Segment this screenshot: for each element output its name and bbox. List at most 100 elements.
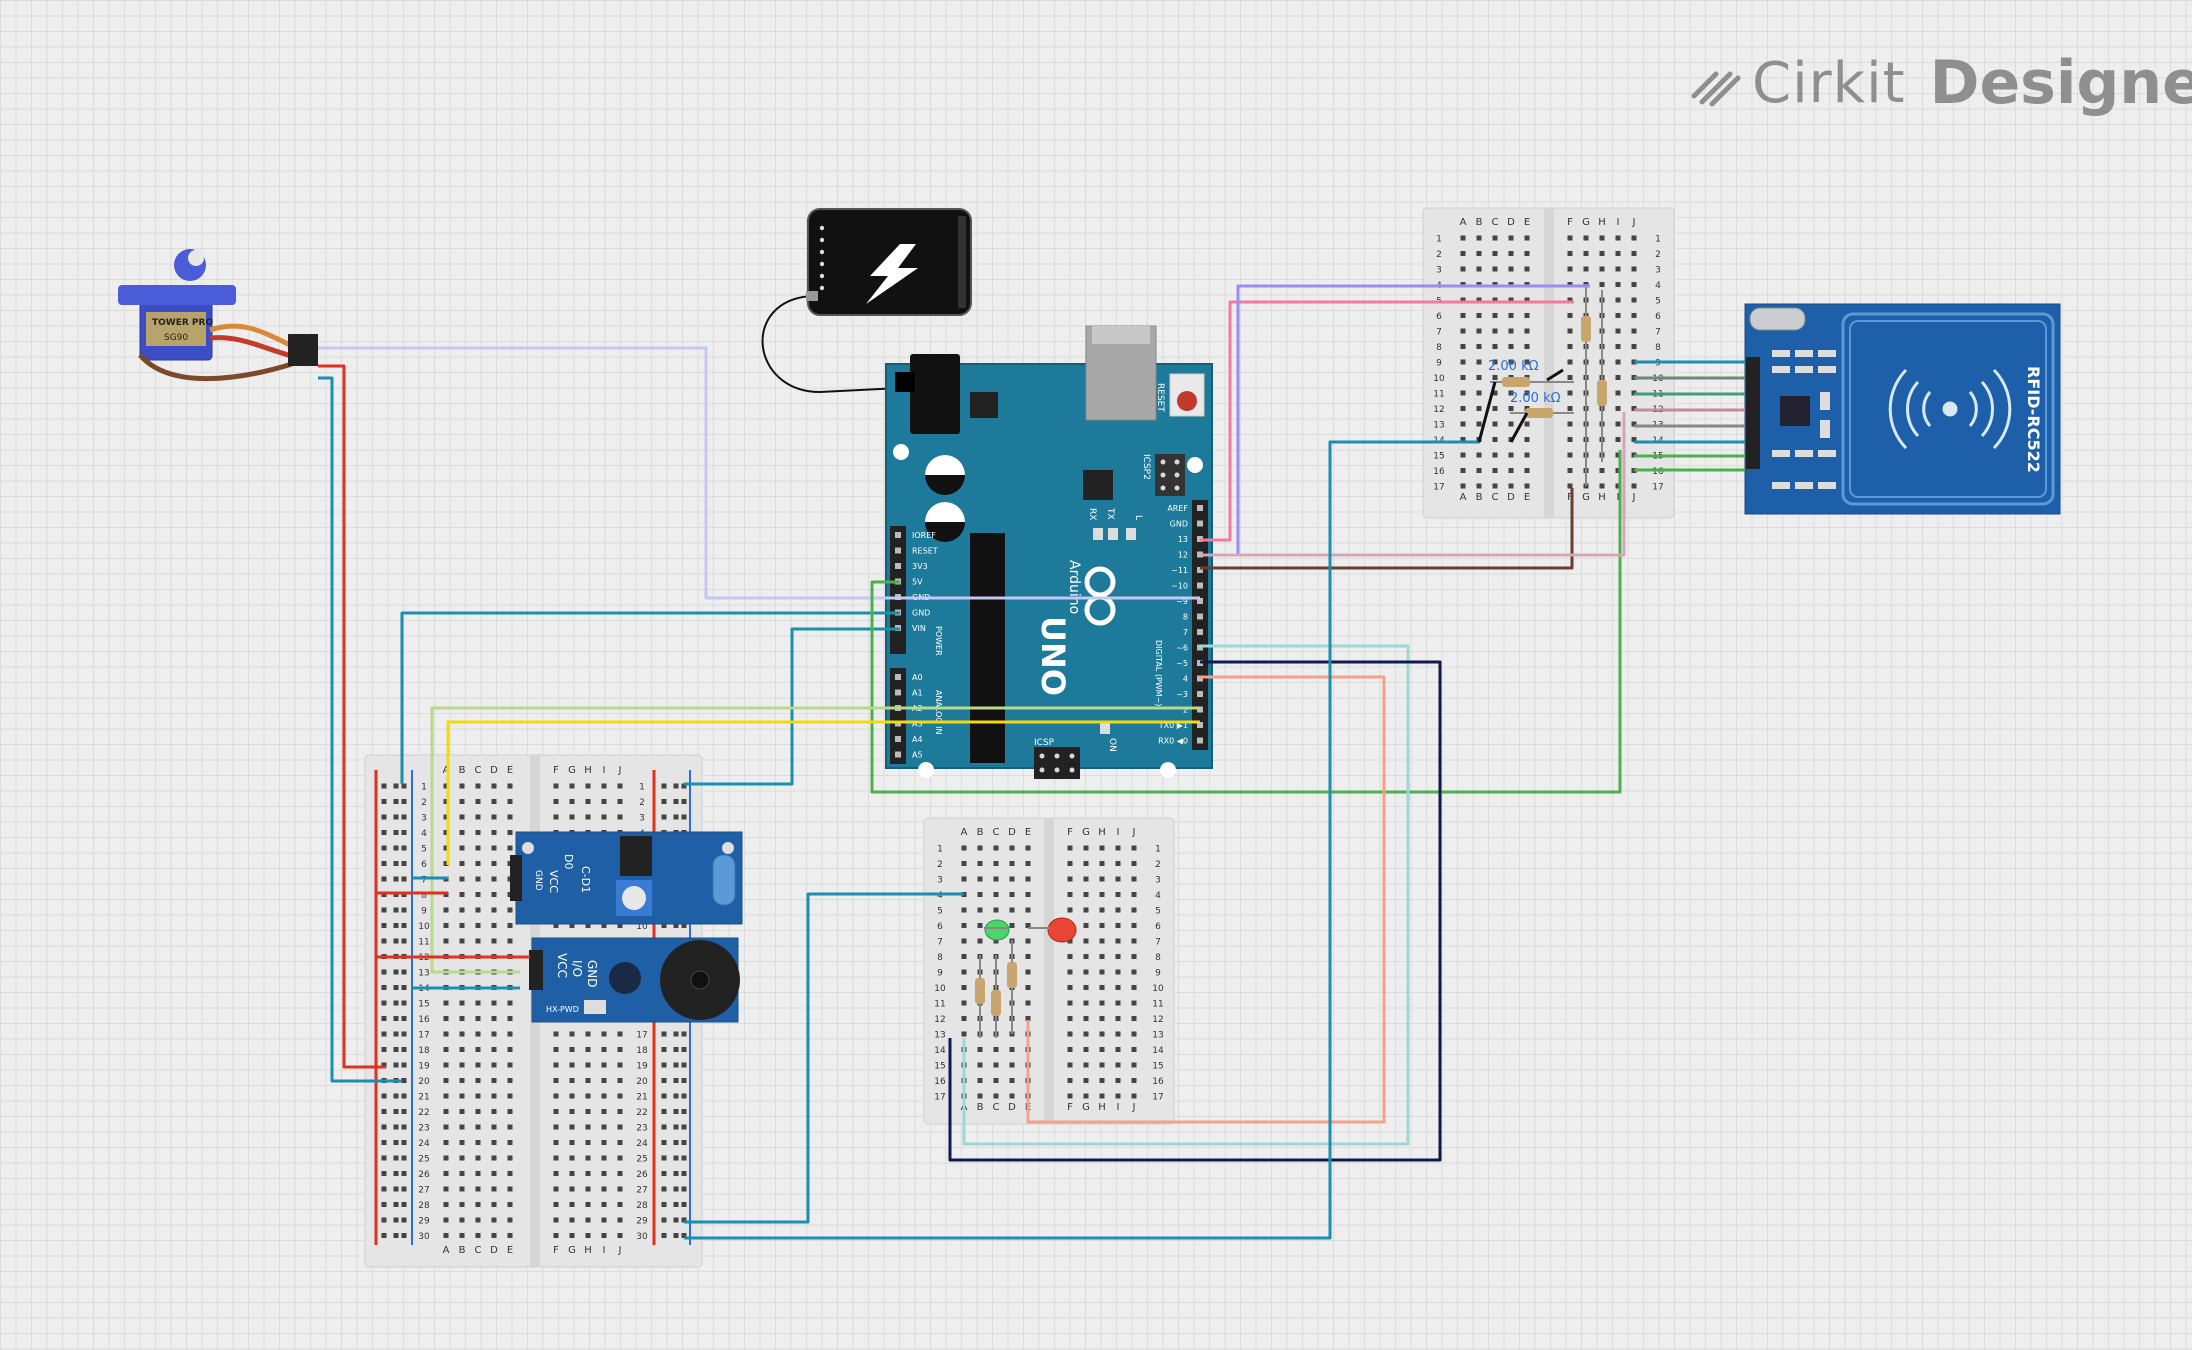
breadboard-hole[interactable] — [617, 1155, 623, 1161]
breadboard-hole[interactable] — [1067, 938, 1073, 944]
breadboard-hole[interactable] — [1025, 938, 1031, 944]
breadboard-hole[interactable] — [601, 1047, 607, 1052]
breadboard-hole[interactable] — [443, 1047, 449, 1052]
breadboard-hole[interactable] — [1599, 235, 1605, 241]
breadboard-hole[interactable] — [475, 1186, 481, 1192]
breadboard-hole[interactable] — [617, 1031, 623, 1037]
breadboard-hole[interactable] — [475, 1140, 481, 1145]
breadboard-hole[interactable] — [491, 876, 497, 882]
breadboard-hole[interactable] — [569, 1171, 575, 1176]
breadboard-hole[interactable] — [681, 814, 687, 820]
breadboard-hole[interactable] — [1067, 954, 1073, 959]
breadboard-hole[interactable] — [569, 1140, 575, 1145]
breadboard-hole[interactable] — [1115, 1000, 1121, 1006]
breadboard-hole[interactable] — [993, 845, 999, 851]
breadboard-hole[interactable] — [553, 1140, 559, 1145]
breadboard-hole[interactable] — [1025, 861, 1031, 866]
breadboard-hole[interactable] — [1492, 437, 1498, 442]
breadboard-hole[interactable] — [993, 907, 999, 913]
arduino-uno[interactable]: RESET RX TX L ICSP2 Arduino UNO ON ICSP … — [885, 325, 1213, 779]
breadboard-hole[interactable] — [1083, 845, 1089, 851]
breadboard-hole[interactable] — [993, 1093, 999, 1099]
breadboard-hole[interactable] — [491, 830, 497, 835]
breadboard-hole[interactable] — [601, 1078, 607, 1083]
breadboard-hole[interactable] — [401, 830, 407, 835]
breadboard-hole[interactable] — [1524, 235, 1530, 241]
breadboard-hole[interactable] — [661, 1171, 667, 1176]
breadboard-hole[interactable] — [1508, 406, 1514, 411]
breadboard-hole[interactable] — [1476, 359, 1482, 365]
breadboard-hole[interactable] — [491, 1202, 497, 1207]
breadboard-hole[interactable] — [491, 814, 497, 820]
breadboard-hole[interactable] — [1067, 876, 1073, 882]
breadboard-hole[interactable] — [681, 1171, 687, 1176]
breadboard-hole[interactable] — [1631, 235, 1637, 241]
breadboard-hole[interactable] — [673, 1109, 679, 1114]
breadboard-hole[interactable] — [459, 907, 465, 913]
breadboard-hole[interactable] — [681, 1078, 687, 1083]
breadboard-hole[interactable] — [1615, 483, 1621, 489]
breadboard-hole[interactable] — [443, 1155, 449, 1161]
breadboard-hole[interactable] — [1492, 328, 1498, 334]
breadboard-hole[interactable] — [1099, 969, 1105, 975]
breadboard-hole[interactable] — [393, 1124, 399, 1130]
breadboard-hole[interactable] — [585, 1217, 591, 1223]
breadboard-hole[interactable] — [661, 1186, 667, 1192]
breadboard-hole[interactable] — [681, 783, 687, 789]
arduino-pin[interactable] — [895, 689, 901, 696]
breadboard-hole[interactable] — [553, 1155, 559, 1161]
breadboard-hole[interactable] — [475, 923, 481, 928]
breadboard-hole[interactable] — [507, 907, 513, 913]
breadboard-hole[interactable] — [1583, 235, 1589, 241]
breadboard-hole[interactable] — [1508, 452, 1514, 458]
breadboard-hole[interactable] — [491, 861, 497, 866]
breadboard-hole[interactable] — [1476, 266, 1482, 272]
breadboard-hole[interactable] — [1476, 251, 1482, 256]
breadboard-hole[interactable] — [381, 1124, 387, 1130]
breadboard-hole[interactable] — [381, 814, 387, 820]
sound-sensor-module[interactable]: VCC D0 C-D1 GND — [510, 831, 743, 925]
breadboard-hole[interactable] — [601, 1031, 607, 1037]
breadboard-hole[interactable] — [443, 1078, 449, 1083]
breadboard-hole[interactable] — [569, 1031, 575, 1037]
breadboard-hole[interactable] — [1615, 235, 1621, 241]
breadboard-hole[interactable] — [585, 799, 591, 804]
breadboard-hole[interactable] — [961, 985, 967, 990]
breadboard-hole[interactable] — [681, 799, 687, 804]
breadboard-hole[interactable] — [681, 923, 687, 928]
breadboard-hole[interactable] — [585, 923, 591, 928]
breadboard-hole[interactable] — [507, 923, 513, 928]
breadboard-hole[interactable] — [1083, 923, 1089, 928]
breadboard-hole[interactable] — [1524, 452, 1530, 458]
breadboard-hole[interactable] — [673, 1047, 679, 1052]
breadboard-hole[interactable] — [1492, 313, 1498, 318]
breadboard-hole[interactable] — [381, 1217, 387, 1223]
reset-button[interactable] — [1177, 391, 1197, 411]
breadboard-hole[interactable] — [459, 1016, 465, 1021]
breadboard-hole[interactable] — [393, 969, 399, 975]
breadboard-hole[interactable] — [401, 907, 407, 913]
breadboard-hole[interactable] — [1615, 282, 1621, 287]
breadboard-hole[interactable] — [1492, 344, 1498, 349]
breadboard-hole[interactable] — [491, 1155, 497, 1161]
breadboard-hole[interactable] — [569, 923, 575, 928]
breadboard-hole[interactable] — [1508, 421, 1514, 427]
breadboard-hole[interactable] — [961, 1000, 967, 1006]
breadboard-hole[interactable] — [1508, 251, 1514, 256]
breadboard-hole[interactable] — [1460, 266, 1466, 272]
breadboard-hole[interactable] — [393, 907, 399, 913]
breadboard-hole[interactable] — [393, 1109, 399, 1114]
breadboard-hole[interactable] — [1583, 266, 1589, 272]
breadboard-hole[interactable] — [1083, 969, 1089, 975]
breadboard-hole[interactable] — [393, 923, 399, 928]
breadboard-hole[interactable] — [617, 783, 623, 789]
breadboard-hole[interactable] — [475, 783, 481, 789]
breadboard-hole[interactable] — [1599, 266, 1605, 272]
breadboard-hole[interactable] — [1476, 235, 1482, 241]
breadboard-hole[interactable] — [459, 783, 465, 789]
breadboard-hole[interactable] — [673, 1202, 679, 1207]
breadboard-hole[interactable] — [1083, 1000, 1089, 1006]
breadboard-hole[interactable] — [1083, 1062, 1089, 1068]
breadboard-hole[interactable] — [1615, 328, 1621, 334]
breadboard-hole[interactable] — [617, 1109, 623, 1114]
